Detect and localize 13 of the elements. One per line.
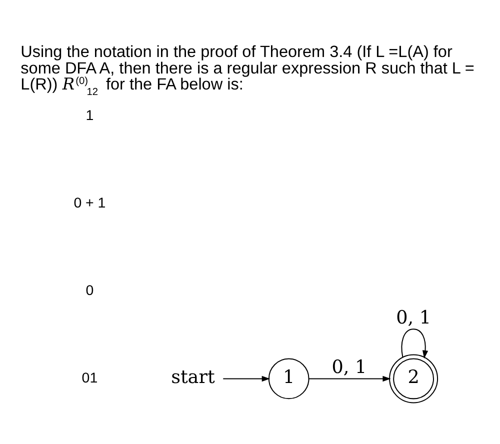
diagram-title: Using the notation in the proof of Theorem 3.4 (If L =L(A) for some DFA A, then there is a regular expression R such that L = L(R)) R$^{(0)}$$_{12}$ for the FA below is: (20, 43, 474, 98)
arrow (309, 376, 391, 382)
label: 01 (82, 370, 98, 386)
label: 0 (86, 283, 94, 300)
label: 0 + 1 (74, 196, 106, 212)
edge-label: 0, 1 (396, 307, 431, 328)
node-circle: 1 (268, 358, 310, 400)
node-circle: 2 (389, 354, 438, 404)
node-text: start (171, 367, 215, 388)
edge-label: 0, 1 (332, 357, 367, 378)
label: 1 (86, 108, 94, 124)
arrow (223, 376, 270, 382)
arrow (401, 328, 428, 359)
